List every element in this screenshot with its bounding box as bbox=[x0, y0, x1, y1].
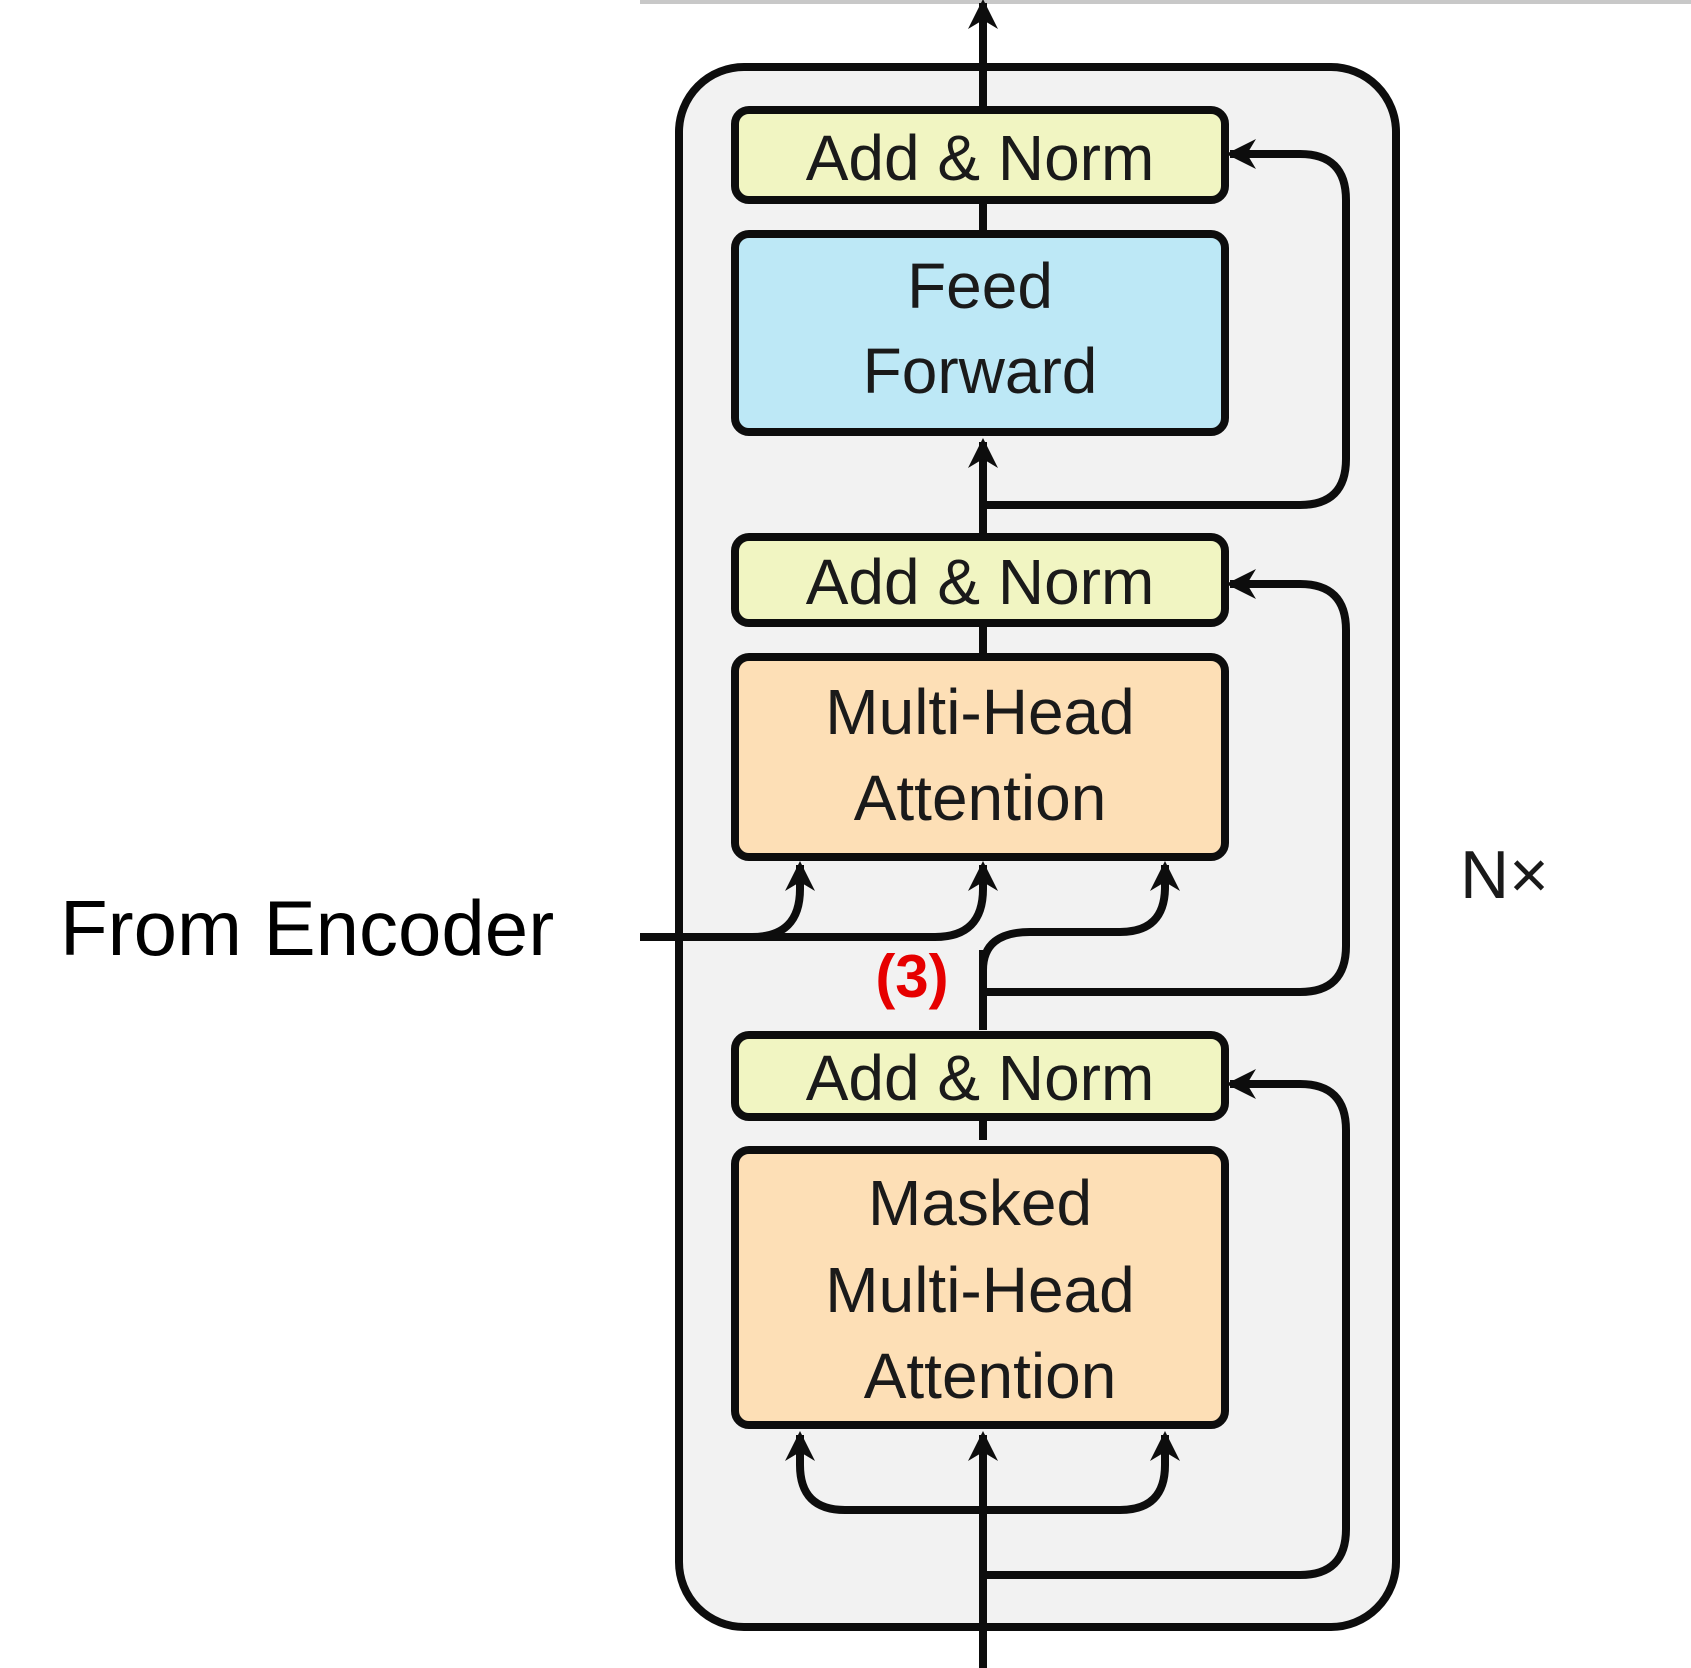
repeat-count-label: N× bbox=[1460, 837, 1549, 913]
add-norm-label-middle: Add & Norm bbox=[806, 546, 1155, 618]
feed-forward-block: Feed Forward bbox=[731, 230, 1229, 436]
feed-forward-box bbox=[731, 230, 1229, 436]
add-norm-block-top: Add & Norm bbox=[731, 106, 1229, 204]
masked-attention-box bbox=[731, 1146, 1229, 1429]
add-norm-box-top bbox=[731, 106, 1229, 204]
multi-head-attention-line-2: Attention bbox=[854, 762, 1107, 834]
encoder-value-arrow bbox=[752, 861, 998, 941]
masked-attention-line-1: Masked bbox=[868, 1167, 1092, 1239]
residual-top-arrow bbox=[983, 139, 1350, 509]
multi-head-attention-box bbox=[731, 653, 1229, 861]
step-marker-label: (3) bbox=[875, 943, 948, 1010]
masked-right-branch-arrow bbox=[983, 1431, 1180, 1514]
add-norm-block-bottom: Add & Norm bbox=[731, 1031, 1229, 1121]
add-norm-label-top: Add & Norm bbox=[806, 122, 1155, 194]
multi-head-attention-line-1: Multi-Head bbox=[825, 676, 1134, 748]
feed-forward-line-1: Feed bbox=[907, 250, 1053, 322]
add-norm-label-bottom: Add & Norm bbox=[806, 1042, 1155, 1114]
feed-forward-line-2: Forward bbox=[863, 335, 1098, 407]
residual-middle-arrow bbox=[983, 569, 1350, 996]
add-norm-block-middle: Add & Norm bbox=[731, 533, 1229, 627]
masked-attention-line-3: Attention bbox=[864, 1340, 1117, 1412]
add-norm-box-bottom bbox=[731, 1031, 1229, 1121]
masked-left-branch-arrow bbox=[785, 1431, 983, 1514]
add-norm-box-middle bbox=[731, 533, 1229, 627]
residual-bottom-arrow bbox=[983, 1069, 1350, 1579]
multi-head-attention-block: Multi-Head Attention bbox=[731, 653, 1229, 861]
query-arrow bbox=[979, 861, 1180, 971]
masked-attention-line-2: Multi-Head bbox=[825, 1254, 1134, 1326]
masked-multi-head-attention-block: Masked Multi-Head Attention bbox=[731, 1146, 1229, 1429]
from-encoder-label: From Encoder bbox=[60, 884, 554, 972]
